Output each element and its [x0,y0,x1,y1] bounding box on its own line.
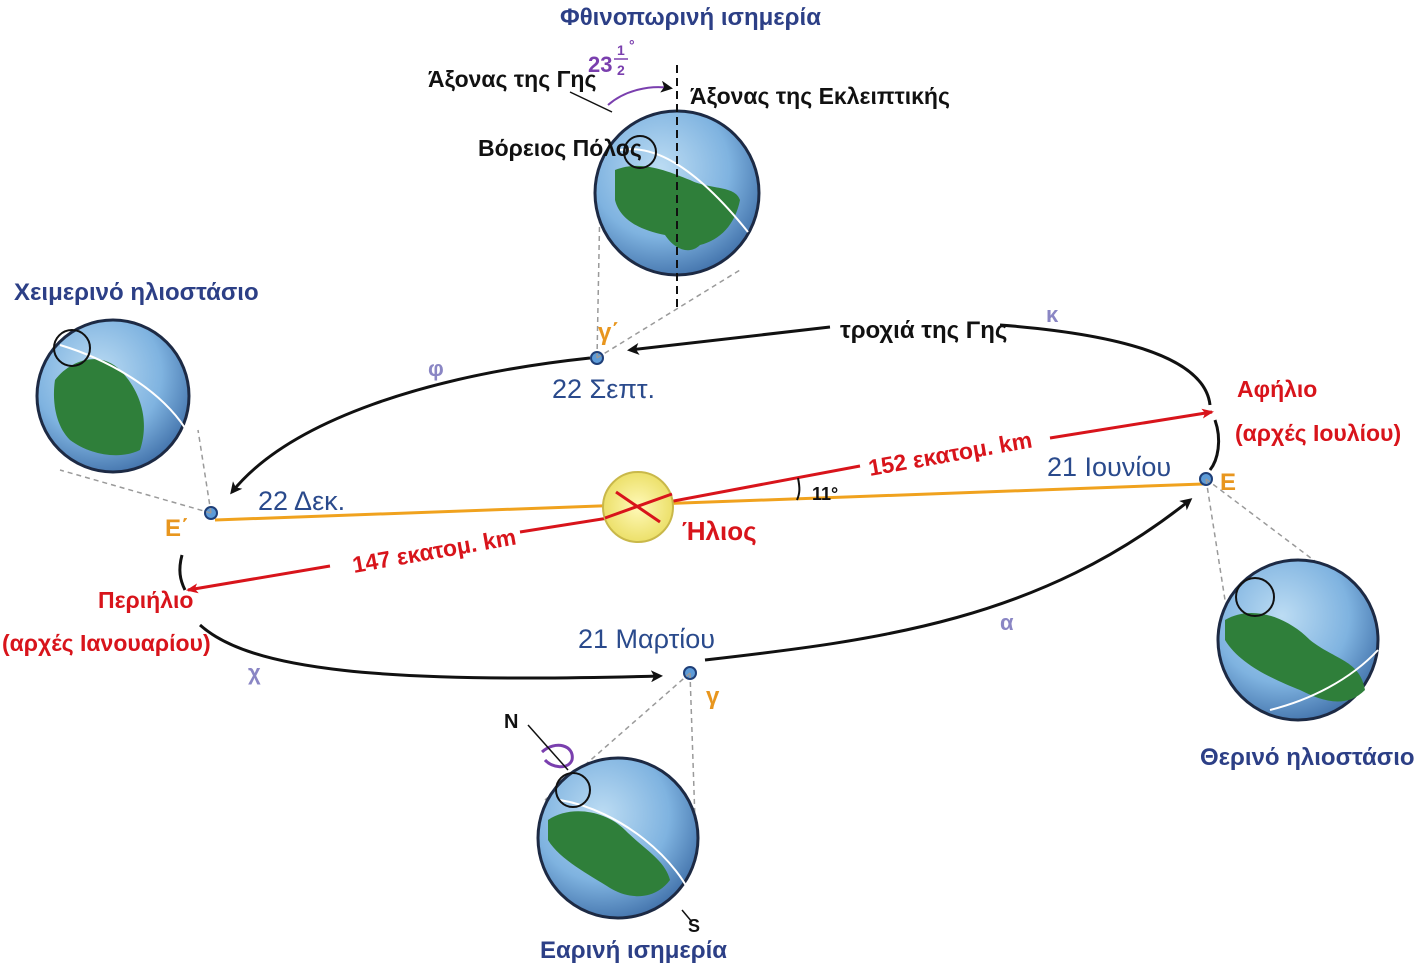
proj-june-a [1205,478,1226,601]
date-dec-label: 22 Δεκ. [258,486,345,516]
earth-orbit-label: τροχιά της Γης [840,317,1007,344]
proj-dec-b [197,429,212,514]
incline-label: 11° [812,484,838,504]
pole-n-label: N [504,711,518,733]
distance-far-label: 152 εκατομ. km [866,427,1034,481]
globe-spring-polar-circle [555,772,591,808]
gamma-label: γ [706,683,720,710]
greek-kappa-label: κ [1046,302,1059,327]
globe-autumn [593,65,761,310]
tilt-angle-whole: 23 [588,52,612,77]
globe-summer-polar-circle [1235,577,1275,617]
earth-orbit [178,323,1221,683]
earth-axis-pointer [569,91,613,113]
pole-s-label: S [688,916,700,936]
globe-summer [1216,558,1380,722]
orbit-arrow-to-dec [230,356,591,495]
winter-solstice-label: Χειμερινό ηλιοστάσιο [14,279,259,306]
orbit-arrow-to-june [704,498,1193,662]
globe-spring-land [548,811,670,897]
globe-autumn-polar-circle [623,135,657,169]
tilt-angle-deg: ° [629,37,635,53]
spring-equinox-label: Εαρινή ισημερία [540,937,727,964]
tilt-angle-label: 23 1 2 ° [588,37,635,78]
globe-summer-terminator [1269,649,1379,711]
orbit-arrow-to-sept [627,325,831,355]
earth-axis-label: Άξονας της Γης [428,66,596,92]
sun-cross-b [615,490,661,524]
proj-sept-b [596,269,741,359]
line-of-apsides [214,482,1204,522]
rotation-arrow [540,743,574,769]
globe-autumn-terminator [619,148,749,233]
north-pointer [527,724,569,771]
tilt-angle-num: 1 [617,42,625,58]
tilt-angle-arc [607,80,673,106]
arrow-to-aphelion [1049,408,1214,440]
orbit-segment-left [178,554,187,591]
date-june-label: 21 Ιουνίου [1047,452,1171,482]
orbit-segment-right [1208,419,1221,471]
greek-chi-label: χ [248,660,261,685]
proj-dec-a [59,469,212,514]
globe-spring [527,724,700,923]
sun [602,471,674,543]
north-pole-label: Βόρειος Πόλος [478,135,642,161]
e-prime-label: Ε΄ [165,515,189,542]
greek-alpha-label: α [1000,610,1014,635]
gamma-prime-label: γ΄ [598,319,619,346]
distance-near-label: 147 εκατομ. km [350,524,518,578]
date-sept-label: 22 Σεπτ. [552,374,655,404]
tilt-angle-den: 2 [617,62,625,78]
arrow-to-perihelion [186,564,331,594]
autumn-equinox-label: Φθινοπωρινή ισημερία [560,4,821,31]
globe-winter-polar-circle [53,329,91,367]
e-label: Ε [1220,469,1236,496]
globe-winter [35,318,191,474]
date-march-label: 21 Μαρτίου [578,624,715,654]
ecliptic-axis-label: Άξονας της Εκλειπτικής [690,83,950,109]
perihelion-time-label: (αρχές Ιανουαρίου) [2,630,211,656]
orbit-segment-top-right [999,323,1212,406]
globe-summer-land [1225,612,1365,702]
summer-solstice-label: Θερινό ηλιοστάσιο [1200,744,1415,771]
aphelion-label: Αφήλιο [1237,376,1317,402]
proj-march-b [689,672,696,821]
greek-phi-label: φ [428,356,444,381]
incline-arc [796,477,801,501]
orbit-arrow-to-march [198,623,663,683]
globe-winter-land [53,359,144,456]
south-pointer [681,909,693,923]
aphelion-time-label: (αρχές Ιουλίου) [1235,420,1401,446]
globe-winter-terminator [59,344,186,429]
sun-label: Ήλιος [682,516,757,546]
perihelion-label: Περιήλιο [98,587,193,613]
